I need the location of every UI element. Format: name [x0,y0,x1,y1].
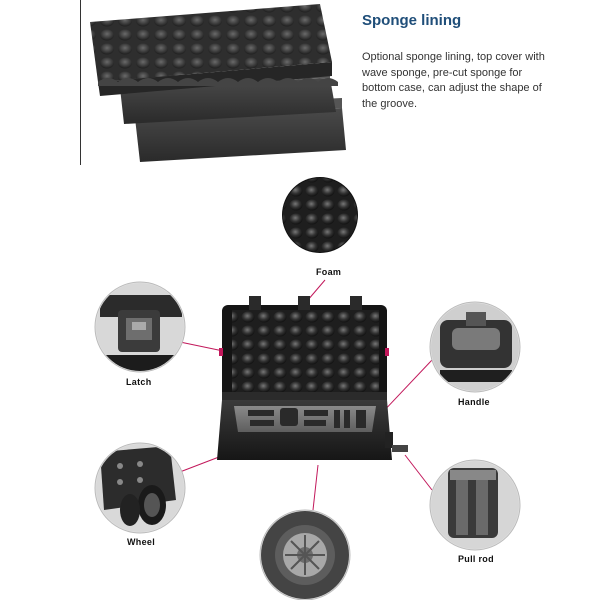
section-description: Optional sponge lining, top cover with w… [362,51,545,110]
foam-layers-image [90,4,346,162]
foam-label: Foam [316,267,342,277]
pull-rod-callout [429,459,521,551]
pull-rod-label: Pull rod [458,554,494,564]
handle-label: Handle [458,397,490,407]
wheel-label: Wheel [127,537,156,547]
latch-label: Latch [126,377,152,387]
image-divider [80,0,81,165]
latch-callout [94,281,186,373]
foam-callout [282,177,358,253]
case-feature-diagram: Foam Latch Handle Wheel Pull rod [0,170,600,601]
handle-callout [429,301,521,393]
section-title: Sponge lining [362,12,462,29]
wheel-callout [94,442,186,534]
sponge-lining-section: Sponge lining Optional sponge lining, to… [0,0,600,170]
wheel-hub-callout [259,509,351,601]
case-illustration [94,177,521,601]
case-body [217,296,408,460]
